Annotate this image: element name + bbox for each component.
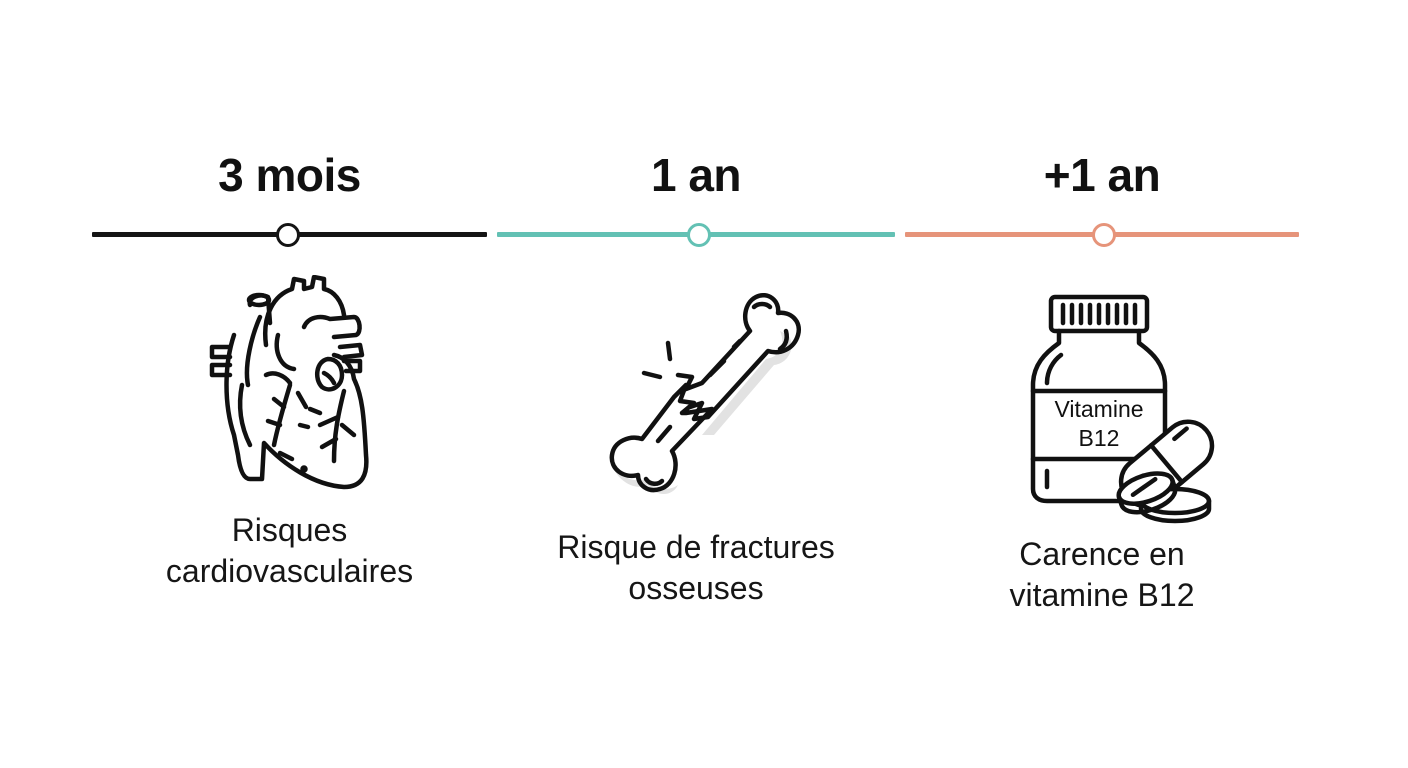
caption-line-1: Risques: [231, 512, 348, 548]
caption-line-2: cardiovasculaires: [165, 553, 414, 589]
stage-caption: Risques cardiovasculaires: [92, 510, 487, 592]
caption-line-2: osseuses: [628, 570, 764, 606]
timeline-node: [276, 223, 300, 247]
timeline-node: [1092, 223, 1116, 247]
heart-anatomy-icon: [209, 275, 369, 490]
broken-bone-icon: [609, 293, 802, 494]
timeline-stage-3: +1 an: [905, 0, 1299, 768]
stage-label: 3 mois: [218, 149, 361, 201]
caption-line-1: Risque de fractures: [557, 529, 835, 565]
stage-label: +1 an: [1043, 149, 1161, 201]
timeline-stage-1: 3 mois: [92, 0, 487, 768]
stage-caption: Carence en vitamine B12: [905, 534, 1299, 616]
timeline-node: [687, 223, 711, 247]
caption-line-1: Carence en: [1019, 536, 1185, 572]
bottle-label-line-2: B12: [1078, 425, 1120, 451]
stage-caption: Risque de fractures osseuses: [497, 527, 895, 609]
caption-line-2: vitamine B12: [1009, 577, 1195, 613]
stage-label: 1 an: [650, 149, 742, 201]
bottle-label-line-1: Vitamine: [1054, 396, 1144, 422]
timeline-stage-2: 1 an: [497, 0, 895, 768]
bottle-label: Vitamine B12: [1033, 395, 1165, 453]
vitamin-bottle-icon: Vitamine B12: [1025, 293, 1215, 525]
